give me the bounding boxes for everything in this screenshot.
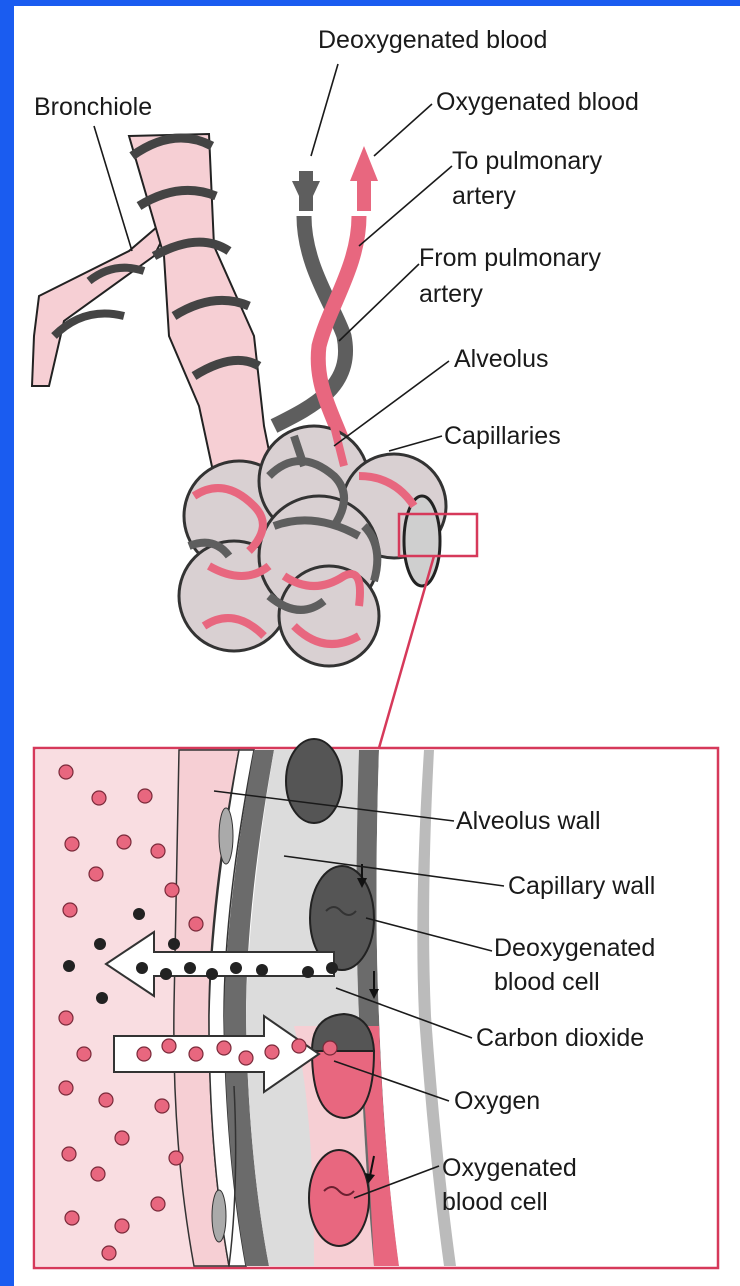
- label-to-pulmonary-line1: To pulmonary: [452, 147, 603, 175]
- label-oxygenated-blood: Oxygenated blood: [436, 88, 639, 116]
- label-capillaries: Capillaries: [444, 422, 561, 450]
- label-oxygen: Oxygen: [454, 1087, 540, 1115]
- detail-layers: [36, 750, 456, 1266]
- label-from-pulmonary-line2: artery: [419, 280, 483, 308]
- label-capillary-wall: Capillary wall: [508, 872, 655, 900]
- label-alveolus: Alveolus: [454, 345, 549, 373]
- oxygenated-cell: [309, 1150, 369, 1246]
- deoxygenated-cell-top: [286, 739, 342, 823]
- oxygenated-arrow-icon: [350, 146, 378, 181]
- blood-vessels: [274, 146, 378, 446]
- gas-exchange-diagram: Deoxygenated blood Oxygenated blood Bron…: [14, 6, 740, 1286]
- label-deoxygenated-blood: Deoxygenated blood: [318, 26, 547, 54]
- label-oxygenated-cell-line2: blood cell: [442, 1188, 548, 1216]
- label-deoxygenated-cell-line1: Deoxygenated: [494, 934, 655, 962]
- label-carbon-dioxide: Carbon dioxide: [476, 1024, 644, 1052]
- label-alveolus-wall: Alveolus wall: [456, 807, 601, 835]
- bronchiole: [32, 134, 274, 476]
- deoxygenated-arrow-icon: [292, 181, 320, 211]
- label-oxygenated-cell-line1: Oxygenated: [442, 1154, 577, 1182]
- zoom-connector: [379, 556, 434, 748]
- diagram-canvas: Deoxygenated blood Oxygenated blood Bron…: [14, 6, 740, 1286]
- label-to-pulmonary-line2: artery: [452, 182, 516, 210]
- label-deoxygenated-cell-line2: blood cell: [494, 968, 600, 996]
- label-bronchiole: Bronchiole: [34, 93, 152, 121]
- label-from-pulmonary-line1: From pulmonary: [419, 244, 601, 272]
